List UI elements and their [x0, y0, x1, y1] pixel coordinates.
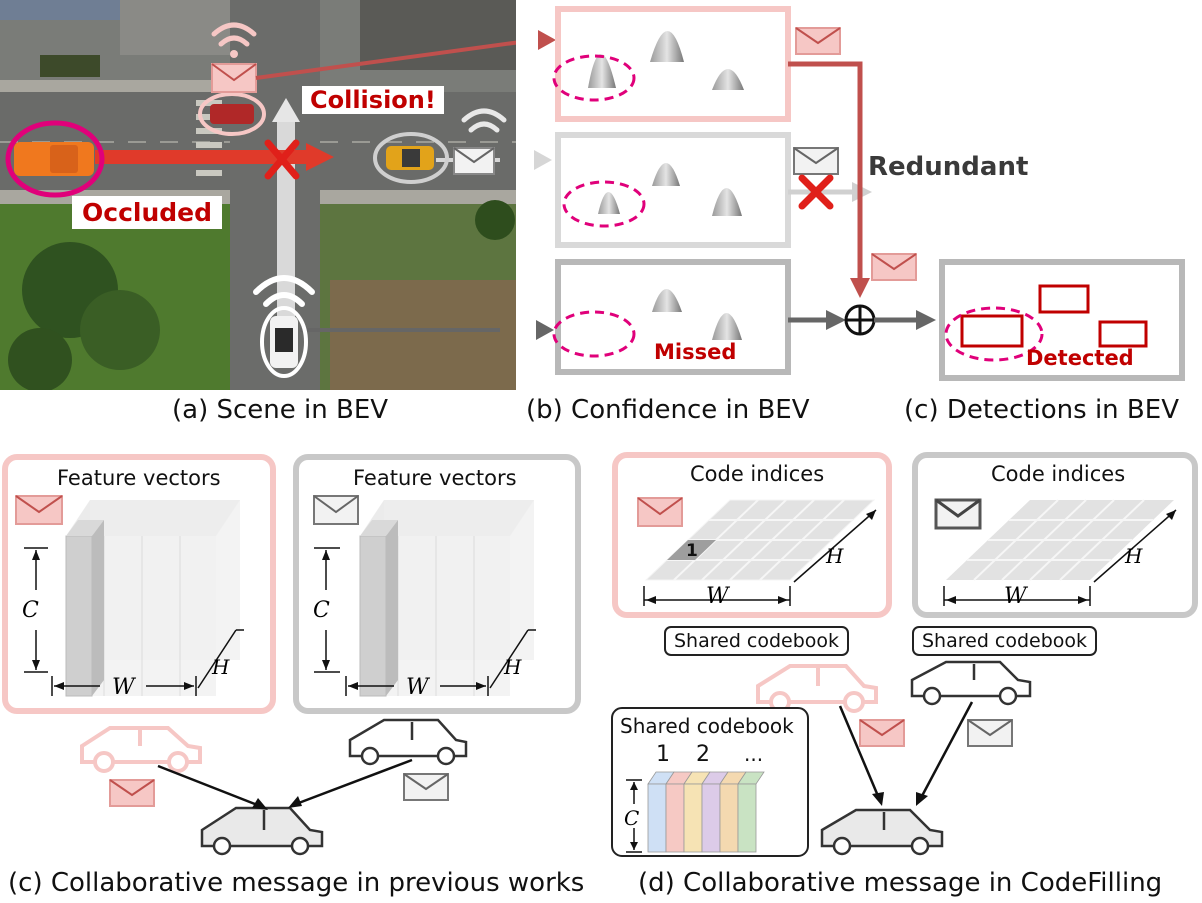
codebook-stripe	[737, 783, 757, 853]
collision-label: Collision!	[302, 86, 444, 114]
dim-h-label: H	[504, 655, 522, 679]
dim-w-label: W	[112, 675, 135, 700]
code-box-title-gray: Code indices	[991, 462, 1126, 486]
pink-arrow-head	[538, 30, 556, 50]
confidence-box-pink	[555, 6, 791, 122]
codebook-stripe	[719, 783, 739, 853]
car-icon-gray	[348, 718, 468, 766]
codebook-index-1: 1	[656, 742, 670, 767]
car-icon-gray	[910, 660, 1032, 706]
car-icon-ego	[820, 808, 944, 856]
feature-box-title-gray: Feature vectors	[353, 466, 517, 490]
detection-bbox	[960, 314, 1024, 348]
dim-c-label: C	[22, 598, 39, 623]
confidence-box-ego	[555, 259, 791, 375]
car-icon-pink	[756, 664, 878, 713]
code-grid	[946, 499, 1174, 581]
feature-tensor	[65, 500, 240, 697]
detection-bbox	[1098, 320, 1148, 348]
codebook-index-ellipsis: ...	[744, 742, 764, 766]
shared-codebook-label-left: Shared codebook	[664, 626, 850, 656]
dim-c-label: C	[313, 598, 330, 623]
codebook-stripe	[665, 783, 685, 853]
code-indices-diagram	[611, 452, 1198, 857]
code-index-marker: 1	[686, 541, 698, 561]
confidence-peak	[652, 163, 680, 186]
confidence-peak	[650, 31, 684, 62]
codebook-stripes	[647, 771, 765, 853]
missed-label: Missed	[654, 340, 737, 364]
detection-bbox	[1038, 284, 1090, 314]
caption-d: (d) Collaborative message in CodeFilling	[638, 868, 1163, 898]
car-icon-pink	[80, 726, 202, 773]
shared-codebook-label-right: Shared codebook	[912, 626, 1098, 656]
code-box-title-pink: Code indices	[690, 462, 825, 486]
caption-c-top: (c) Detections in BEV	[904, 395, 1179, 425]
dim-h-label: H	[826, 544, 844, 568]
confidence-peak	[588, 54, 616, 88]
codebook-inset-title: Shared codebook	[620, 714, 794, 738]
dim-w-label: W	[706, 584, 729, 609]
feature-box-title-pink: Feature vectors	[57, 466, 221, 490]
code-grid	[644, 499, 876, 581]
dim-h-label: H	[1125, 544, 1143, 568]
dim-w-label: W	[406, 675, 429, 700]
blocked-cross-icon	[798, 174, 834, 210]
redundant-label: Redundant	[868, 152, 1029, 182]
occluded-label: Occluded	[72, 196, 223, 229]
scene-image	[0, 0, 536, 392]
confidence-peak	[598, 192, 620, 214]
confidence-peak	[652, 289, 682, 312]
confidence-diagram	[534, 6, 1185, 381]
feature-tensor	[359, 500, 534, 697]
caption-a: (a) Scene in BEV	[172, 395, 389, 425]
caption-b: (b) Confidence in BEV	[526, 395, 810, 425]
car-icon-ego	[200, 806, 324, 856]
confidence-box-gray	[555, 132, 791, 248]
dim-h-label: H	[212, 655, 230, 679]
dim-w-label: W	[1004, 584, 1027, 609]
codebook-stripe	[701, 783, 721, 853]
scene-drawing	[0, 0, 536, 392]
confidence-peak	[712, 69, 744, 90]
detected-label: Detected	[1026, 346, 1134, 370]
confidence-peak	[712, 313, 742, 340]
codebook-dim-c-label: C	[624, 806, 640, 830]
codebook-index-2: 2	[696, 742, 710, 767]
confidence-peak	[712, 188, 742, 216]
caption-c-bottom: (c) Collaborative message in previous wo…	[8, 868, 585, 898]
detections-box	[939, 259, 1185, 381]
codebook-stripe	[683, 783, 703, 853]
feature-vectors-diagram	[2, 454, 581, 856]
codebook-stripe	[647, 783, 667, 853]
